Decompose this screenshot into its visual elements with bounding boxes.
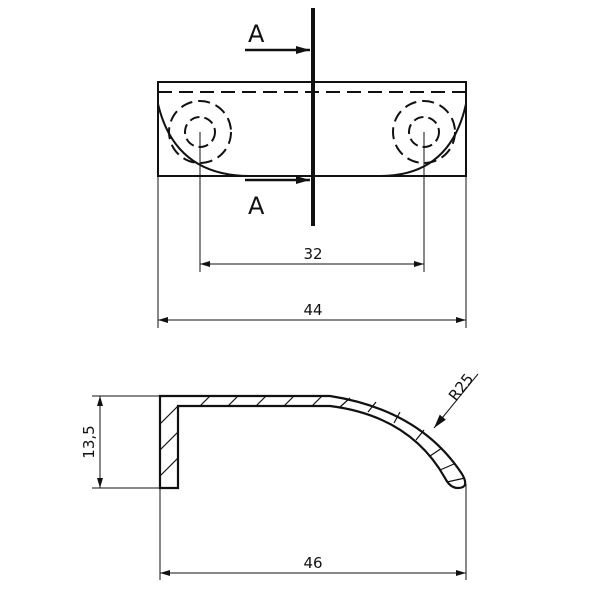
dim-height: 13,5 [80, 425, 98, 458]
hatching [159, 395, 466, 483]
dim-profile-width: 46 [303, 554, 322, 572]
profile-outline [158, 394, 467, 490]
radius-leader [433, 373, 479, 429]
dim-radius: R25 [445, 370, 477, 404]
section-label-top: A [248, 20, 265, 48]
section-label-bottom: A [248, 192, 265, 220]
dim-top-width: 44 [303, 301, 322, 319]
top-view: A A 32 44 [157, 8, 467, 328]
section-view: R25 13,5 46 [80, 370, 479, 580]
dim-hole-spacing: 32 [303, 245, 322, 263]
